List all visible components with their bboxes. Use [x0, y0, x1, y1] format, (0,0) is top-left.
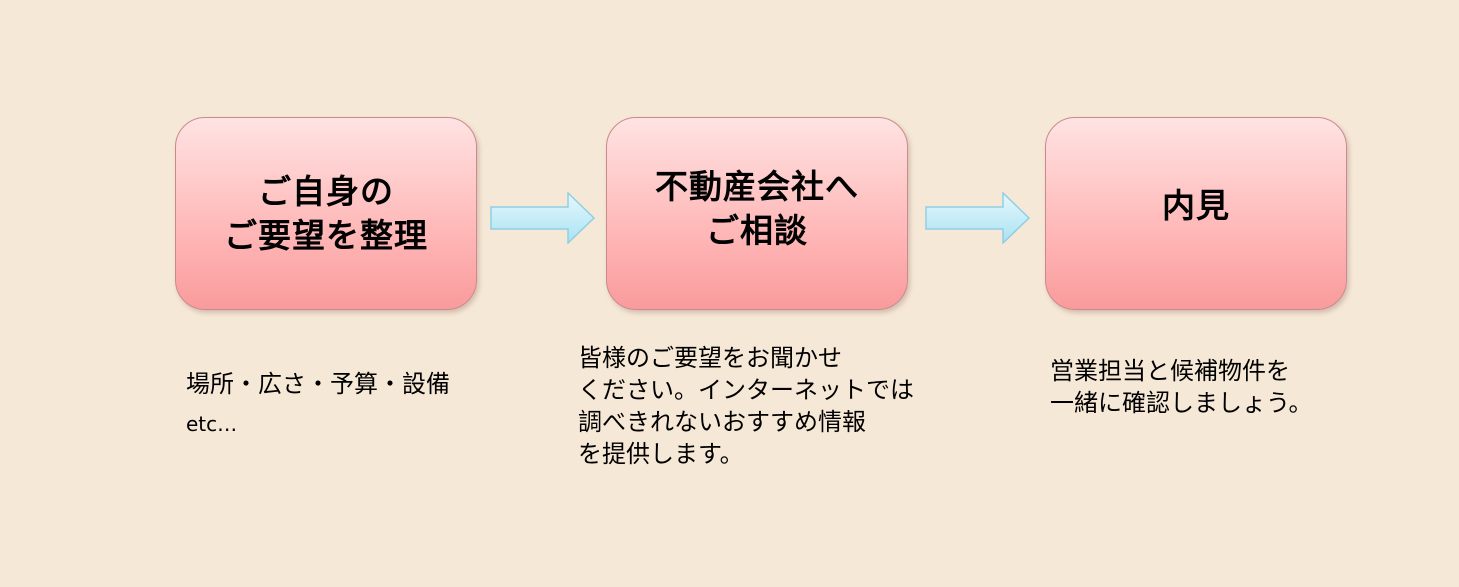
step-description-etc: etc… [186, 412, 238, 436]
step-title-consult-agency: 不動産会社へ ご相談 [655, 166, 859, 250]
step-box-consult-agency: 不動産会社へ ご相談 [606, 117, 908, 310]
right-arrow-icon [925, 192, 1031, 244]
step-box-organize-requests: ご自身の ご要望を整理 [175, 117, 477, 310]
step-title-viewing: 内見 [1162, 185, 1230, 225]
step-description-viewing: 営業担当と候補物件を 一緒に確認しましょう。 [1050, 357, 1313, 417]
right-arrow-icon [490, 192, 596, 244]
step-description-organize-requests: 場所・広さ・予算・設備 [186, 370, 450, 398]
step-box-viewing: 内見 [1045, 117, 1347, 310]
step-title-organize-requests: ご自身の ご要望を整理 [224, 171, 428, 255]
step-description-consult-agency: 皆様のご要望をお聞かせ ください。インターネットでは 調べきれないおすすめ情報 … [578, 344, 914, 468]
